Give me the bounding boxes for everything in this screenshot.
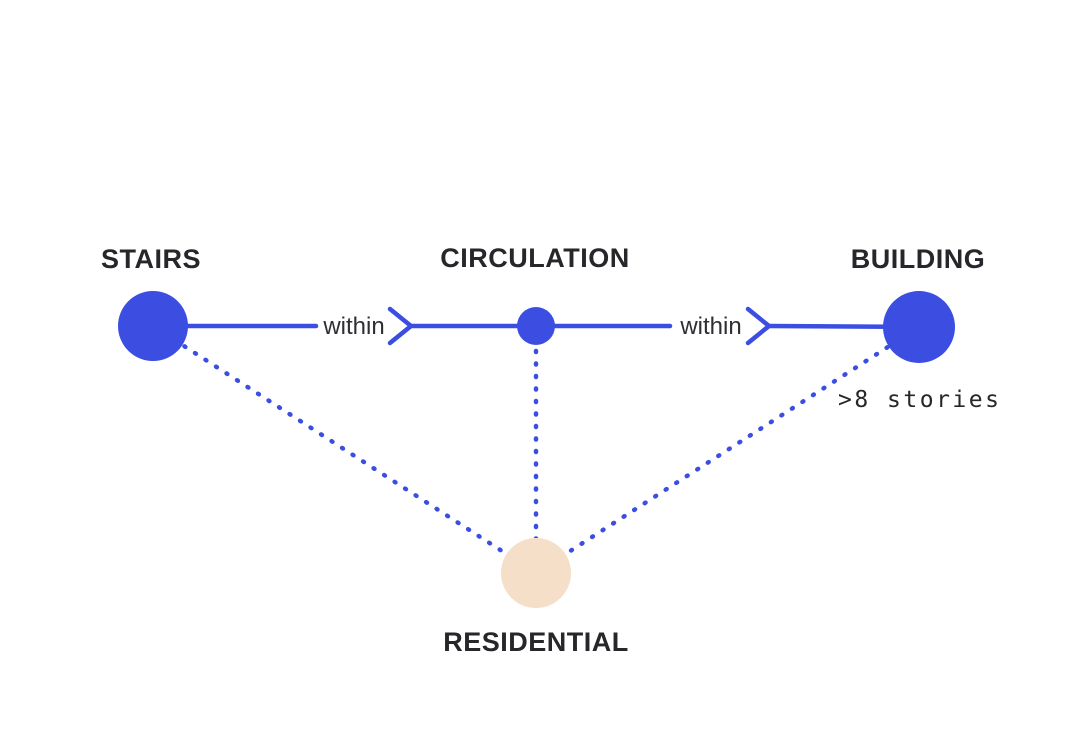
edge-building-residential: [533, 324, 922, 576]
circulation-node-label: CIRCULATION: [440, 243, 630, 273]
circulation-node: [517, 307, 555, 345]
stairs-node: [118, 291, 188, 361]
edge-stairs-residential: [150, 323, 539, 576]
building-node: [883, 291, 955, 363]
stairs-node-label: STAIRS: [100, 244, 202, 274]
arrowhead-icon: [387, 306, 414, 346]
residential-node: [501, 538, 571, 608]
residential-node-label: RESIDENTIAL: [443, 627, 629, 657]
stories-constraint-label: >8 stories: [838, 387, 1002, 413]
arrowhead-icon: [745, 306, 772, 346]
edge-label-within-2: within: [676, 315, 746, 339]
edge-label-within-1: within: [319, 315, 389, 339]
building-node-label: BUILDING: [850, 244, 986, 274]
